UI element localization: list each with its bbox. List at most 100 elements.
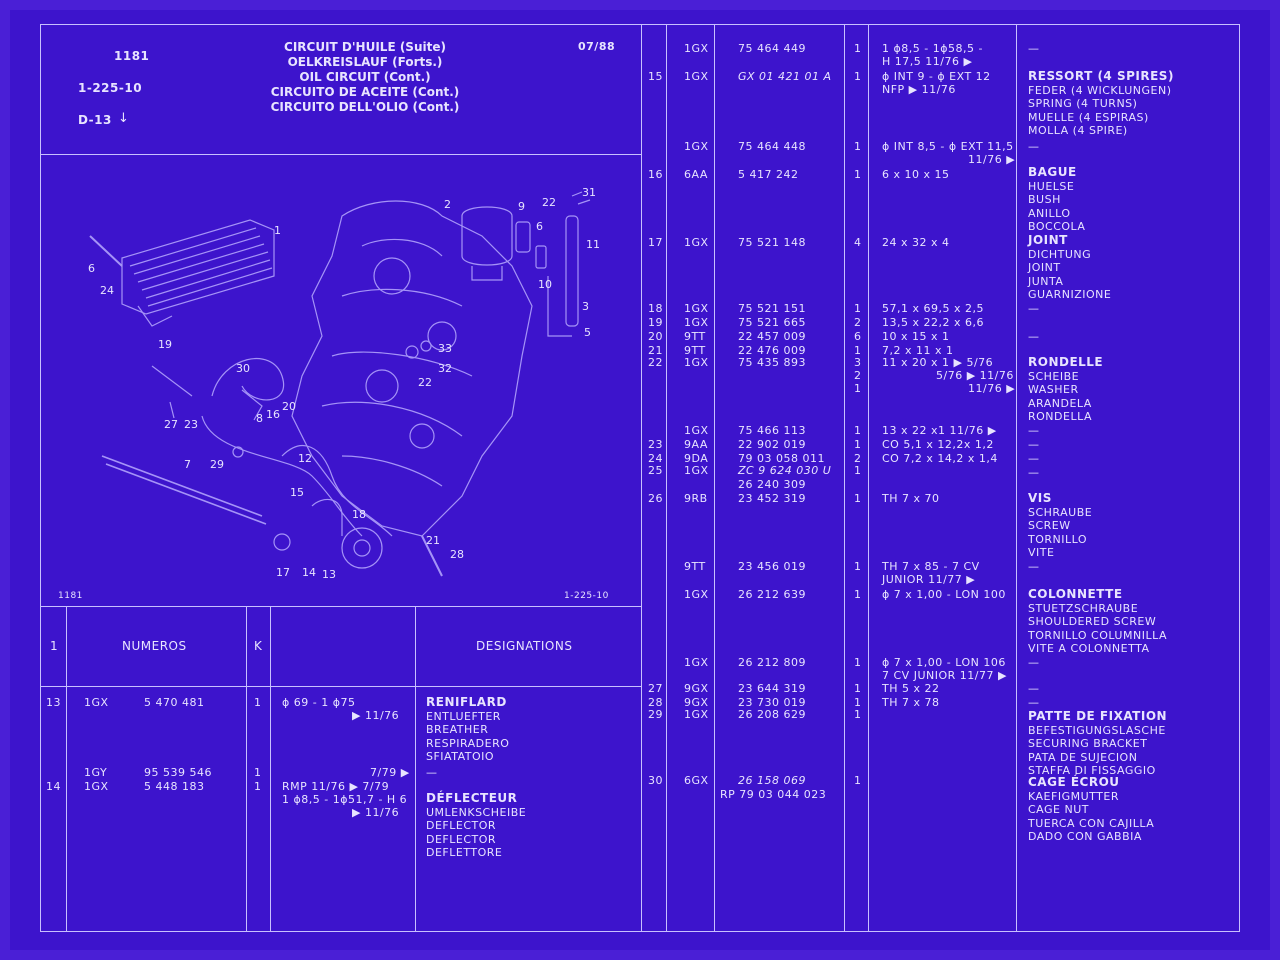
designation-line: HUELSE: [1028, 179, 1075, 193]
row-spec: 24 x 32 x 4: [882, 236, 950, 249]
row-ref-no: 17: [648, 236, 663, 249]
row-qty: 1: [854, 588, 862, 601]
designation-line: —: [1028, 682, 1040, 695]
row-part-number: 75 521 151: [738, 302, 806, 315]
row-ref-no: 19: [648, 316, 663, 329]
row-spec: 5/76 ▶ 11/76: [936, 369, 1014, 382]
designation-line: DEFLECTOR: [426, 832, 497, 846]
row-spec: TH 7 x 70: [882, 492, 940, 505]
designation-line: —: [1028, 466, 1040, 479]
row-spec: ▶ 11/76: [352, 709, 400, 722]
row-qty: 1: [854, 560, 862, 573]
callout-12: 12: [298, 452, 312, 465]
row-ref-no: 24: [648, 452, 663, 465]
right-col-4: [868, 24, 869, 932]
row-code: 9GX: [684, 696, 709, 709]
row-code: 9TT: [684, 344, 706, 357]
row-spec: 13 x 22 x1 11/76 ▶: [882, 424, 997, 437]
title-fr: CIRCUIT D'HUILE (Suite): [284, 40, 446, 54]
row-ref-no: 22: [648, 356, 663, 369]
right-col-3: [844, 24, 845, 932]
row-ref-no: 14: [46, 780, 61, 793]
row-spec: ϕ 7 x 1,00 - LON 100: [882, 588, 1006, 601]
row-part-number: 5 448 183: [144, 780, 205, 793]
row-ref-no: 29: [648, 708, 663, 721]
row-spec: 11 x 20 x 1 ▶ 5/76: [882, 356, 994, 369]
designation-line: DADO CON GABBIA: [1028, 830, 1142, 844]
designation-line: —: [1028, 438, 1040, 451]
row-spec: NFP ▶ 11/76: [882, 83, 956, 96]
designation-title: COLONNETTE: [1028, 587, 1123, 601]
designation-line: JOINT: [1028, 261, 1061, 275]
col-header-designations: DESIGNATIONS: [476, 639, 573, 653]
row-qty: 1: [854, 682, 862, 695]
down-arrow-icon: ↓: [118, 111, 130, 126]
designation-line: VITE A COLONNETTA: [1028, 642, 1150, 656]
row-ref-no: 21: [648, 344, 663, 357]
row-qty: 1: [854, 168, 862, 181]
row-code: 9AA: [684, 438, 708, 451]
designation-line: SCHRAUBE: [1028, 505, 1093, 519]
designation-line: MUELLE (4 ESPIRAS): [1028, 110, 1149, 124]
designation-line: —: [1028, 560, 1040, 573]
designation-line: BUSH: [1028, 193, 1061, 207]
callout-13: 13: [322, 568, 336, 581]
row-qty: 1: [854, 438, 862, 451]
row-code: 9RB: [684, 492, 708, 505]
page-frame: [40, 24, 1240, 932]
designation-line: —: [1028, 424, 1040, 437]
designation-line: WASHER: [1028, 383, 1079, 397]
row-part-number: 75 521 148: [738, 236, 806, 249]
row-spec: ▶ 11/76: [352, 806, 400, 819]
row-spec: TH 7 x 78: [882, 696, 940, 709]
callout-23: 23: [184, 418, 198, 431]
left-col-3: [270, 606, 271, 932]
row-ref-no: 20: [648, 330, 663, 343]
row-part-number: RP 79 03 044 023: [720, 788, 827, 801]
row-code: 1GX: [684, 316, 709, 329]
right-col-5: [1016, 24, 1017, 932]
row-spec: 1 ϕ8,5 - 1ϕ58,5 -: [882, 42, 983, 55]
row-spec: 13,5 x 22,2 x 6,6: [882, 316, 984, 329]
designation-line: BEFESTIGUNGSLASCHE: [1028, 723, 1166, 737]
callout-32: 32: [438, 362, 452, 375]
row-part-number: 22 457 009: [738, 330, 806, 343]
row-qty: 6: [854, 330, 862, 343]
row-qty: 1: [854, 424, 862, 437]
callout-29: 29: [210, 458, 224, 471]
row-spec: H 17,5 11/76 ▶: [882, 55, 973, 68]
callout-33: 33: [438, 342, 452, 355]
diagram-ref-left: 1181: [58, 591, 83, 601]
designation-line: SCHEIBE: [1028, 369, 1080, 383]
row-part-number: 26 212 639: [738, 588, 806, 601]
row-code: 9DA: [684, 452, 709, 465]
row-qty: 2: [854, 452, 862, 465]
row-part-number: 79 03 058 011: [738, 452, 825, 465]
header-sheet: D-13: [78, 113, 112, 127]
row-code: 9TT: [684, 330, 706, 343]
row-qty: 1: [254, 780, 262, 793]
designation-line: JUNTA: [1028, 274, 1064, 288]
designation-line: RESPIRADERO: [426, 736, 510, 750]
callout-6: 6: [536, 220, 543, 233]
row-part-number: 26 158 069: [738, 774, 806, 787]
designation-line: STUETZSCHRAUBE: [1028, 601, 1139, 615]
row-code: 6AA: [684, 168, 708, 181]
designation-line: BOCCOLA: [1028, 220, 1086, 234]
row-spec: 6 x 10 x 15: [882, 168, 950, 181]
header-group: 1-225-10: [78, 81, 143, 95]
row-qty: 2: [854, 369, 862, 382]
designation-title: CAGE ÉCROU: [1028, 775, 1120, 789]
designation-line: DEFLETTORE: [426, 846, 503, 860]
row-spec: CO 5,1 x 12,2x 1,2: [882, 438, 994, 451]
designation-line: —: [1028, 330, 1040, 343]
row-spec: 11/76 ▶: [968, 382, 1016, 395]
row-spec: JUNIOR 11/77 ▶: [882, 573, 976, 586]
row-part-number: 23 730 019: [738, 696, 806, 709]
row-ref-no: 15: [648, 70, 663, 83]
callout-16: 16: [266, 408, 280, 421]
designation-line: TORNILLO COLUMNILLA: [1028, 628, 1167, 642]
row-code: 1GX: [684, 656, 709, 669]
row-part-number: 22 476 009: [738, 344, 806, 357]
designation-line: PATA DE SUJECION: [1028, 750, 1138, 764]
